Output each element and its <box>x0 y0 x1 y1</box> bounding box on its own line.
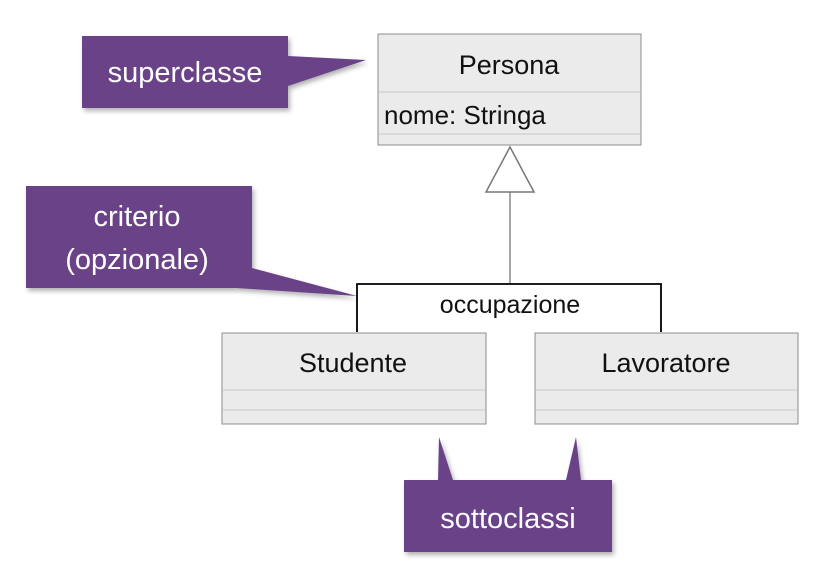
callout-criterion-line1: criterio <box>93 201 180 233</box>
callout-criterion-line2: (opzionale) <box>65 244 208 276</box>
class-lavoratore-box <box>534 332 799 425</box>
criterion-label: occupazione <box>440 291 580 319</box>
class-studente-name: Studente <box>299 348 407 378</box>
callout-superclass <box>82 36 366 108</box>
callout-subclasses-label: sottoclassi <box>440 503 575 535</box>
class-studente[interactable]: Studente <box>221 332 487 425</box>
class-persona[interactable]: Persona nome: Stringa <box>377 33 642 146</box>
class-studente-box <box>221 332 487 425</box>
criterion-bracket <box>356 283 662 332</box>
generalization-arrowhead <box>484 145 536 193</box>
callout-superclass-shape <box>82 36 366 108</box>
callout-subclasses-shape <box>404 437 612 552</box>
class-persona-box <box>377 33 642 146</box>
callout-criterion <box>26 186 357 296</box>
callout-subclasses <box>404 437 612 552</box>
class-lavoratore-name: Lavoratore <box>601 348 730 378</box>
callout-criterion-shape <box>26 186 357 296</box>
class-persona-attribute: nome: Stringa <box>384 100 546 130</box>
class-persona-name: Persona <box>459 50 561 80</box>
callout-superclass-label: superclasse <box>108 57 263 89</box>
class-lavoratore[interactable]: Lavoratore <box>534 332 799 425</box>
